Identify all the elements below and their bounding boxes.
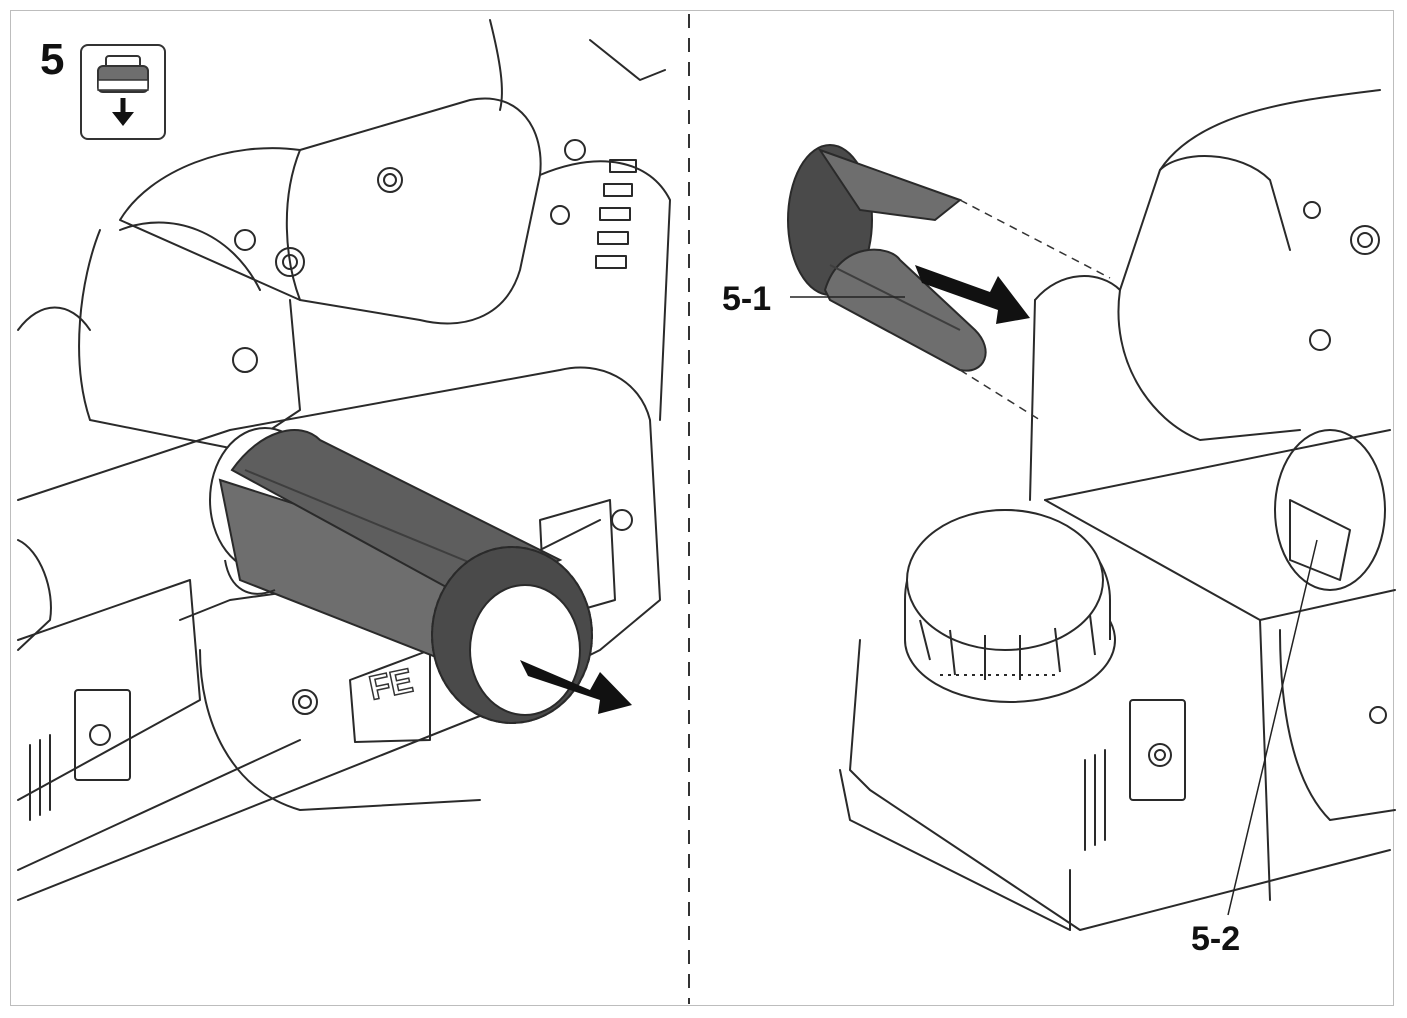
step-number: 5	[40, 35, 65, 84]
figure-frame	[10, 10, 1394, 1006]
remove-down-arrow-icon	[80, 44, 166, 140]
chip-ejector-tube	[209, 427, 593, 724]
callout-5-2: 5-2	[1191, 920, 1241, 958]
leader-lines	[790, 296, 1318, 916]
callout-5-1: 5-1	[722, 280, 772, 318]
pull-arrow-right	[915, 265, 1030, 324]
ejector-part	[787, 144, 987, 372]
projection-lines	[959, 199, 1111, 421]
planer-right	[839, 89, 1396, 931]
step-icon-graphic	[97, 55, 149, 126]
pull-arrow-left	[520, 660, 632, 714]
depth-adjust-knob	[904, 508, 1116, 703]
